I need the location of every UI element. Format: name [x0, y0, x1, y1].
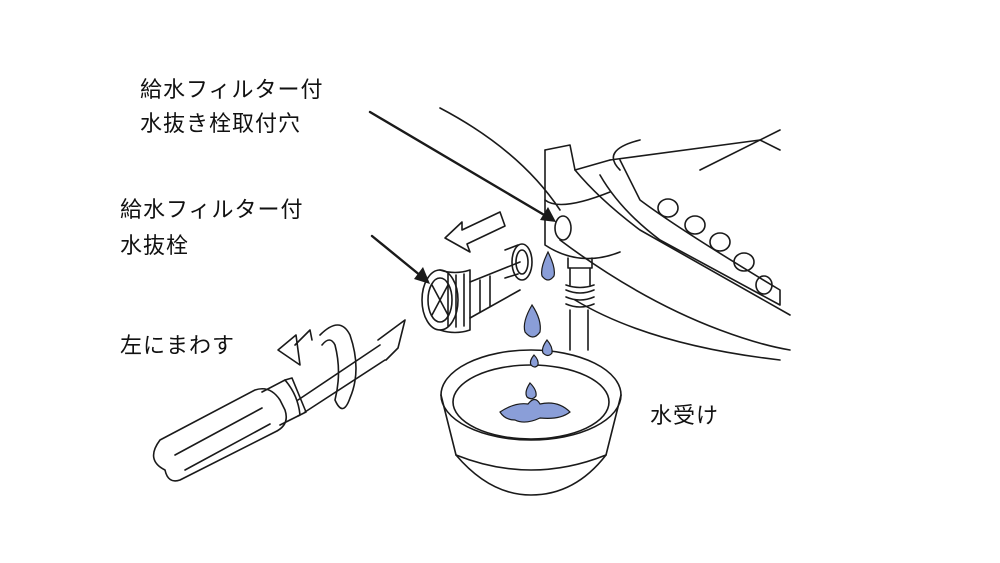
panel-button-3	[709, 232, 731, 252]
water-drop-1	[541, 250, 555, 281]
water-drop-5	[525, 382, 537, 400]
water-puddle	[499, 398, 571, 423]
panel-button-2	[684, 215, 706, 235]
label-filter-hole-line1: 給水フィルター付	[140, 78, 324, 103]
label-water-basin: 水受け	[650, 404, 720, 429]
pull-direction-arrow	[444, 211, 506, 253]
machine-body	[439, 107, 791, 361]
filter-plug	[421, 243, 533, 334]
rotation-arrow	[277, 324, 357, 410]
filter-plug-hole	[554, 215, 572, 241]
water-basin	[440, 349, 622, 496]
panel-button-4	[733, 252, 755, 272]
label-filter-plug-line2: 水抜栓	[120, 234, 190, 259]
water	[499, 250, 571, 423]
arrowhead-plug	[414, 267, 430, 284]
panel-button-1	[657, 198, 679, 218]
panel-button-5	[755, 275, 773, 295]
leader-arrows	[368, 110, 548, 278]
leader-arrow-hole	[368, 110, 548, 218]
water-drop-3	[541, 339, 553, 357]
label-turn-left: 左にまわす	[120, 334, 236, 359]
water-drop-4	[529, 354, 539, 368]
water-drop-2	[523, 303, 541, 338]
label-filter-plug-line1: 給水フィルター付	[120, 198, 304, 223]
drain-hole-assembly	[554, 215, 595, 351]
arrowhead-hole	[540, 207, 556, 222]
leader-arrow-plug	[370, 234, 423, 278]
label-filter-hole-line2: 水抜き栓取付穴	[140, 112, 302, 137]
screwdriver	[152, 319, 406, 482]
